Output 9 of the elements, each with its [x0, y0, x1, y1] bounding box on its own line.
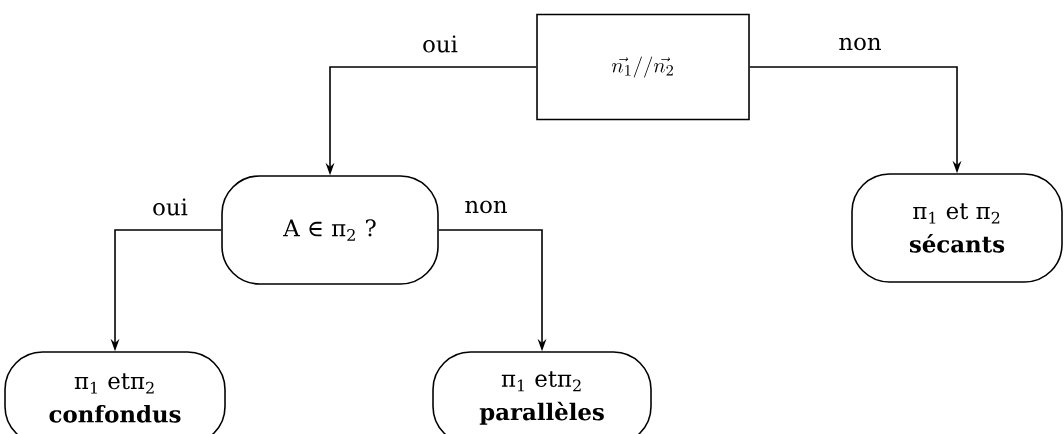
result-box: π$_{1}$ etπ$_{2}$ confondus	[4, 351, 226, 434]
edge-label: non	[462, 199, 510, 215]
result-box: π$_{1}$ etπ$_{2}$ parallèles	[432, 351, 652, 434]
result-box: π$_{1}$ et π$_{2}$ sécants	[851, 173, 1063, 283]
condition-box: $\vec{n_1}//\vec{n_2}$	[536, 13, 750, 121]
edge-label: oui	[150, 196, 190, 218]
edge-label: oui	[420, 33, 460, 55]
edge-label: non	[836, 36, 884, 52]
question-box: A ∈ π$_{2}$ ?	[221, 175, 439, 285]
